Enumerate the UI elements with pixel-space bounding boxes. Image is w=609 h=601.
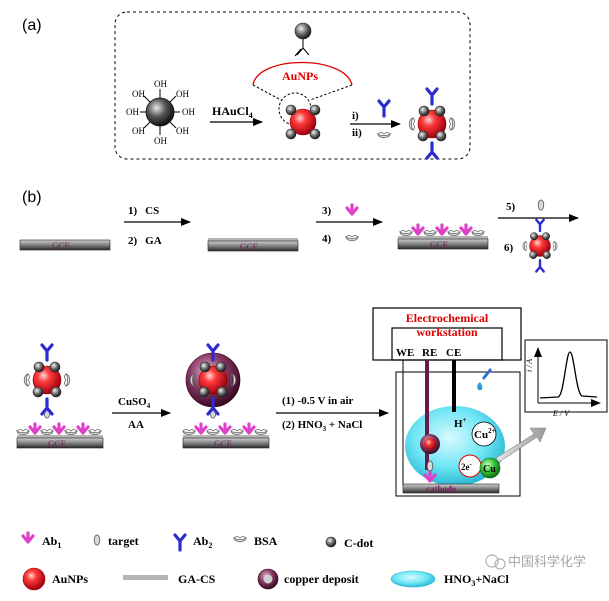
svg-text:C-dot: C-dot xyxy=(344,536,373,550)
bare-gce: GCE xyxy=(19,239,111,251)
oh-top-right: OH xyxy=(176,89,189,99)
oh-right: OH xyxy=(182,107,195,117)
workstation-title-1: Electrochemical xyxy=(406,311,489,325)
cathode-label: cathode xyxy=(426,484,456,494)
aunp-ab2-conjugate xyxy=(409,89,455,158)
electron-label: 2e- xyxy=(461,460,473,472)
we-label: WE xyxy=(396,347,414,359)
workstation-box xyxy=(372,307,522,361)
haucl4-label: HAuCl4 xyxy=(212,104,253,120)
ab1-gce: GCE xyxy=(397,225,489,250)
panel-a-frame xyxy=(114,11,471,160)
electrochemical-cell: Electrochemical workstation WE RE CE cat… xyxy=(372,307,547,497)
aunps-zoom-label: AuNPs xyxy=(282,69,318,83)
bsa-step-icon xyxy=(345,235,359,242)
cu2-label: Cu2+ xyxy=(474,427,496,441)
step4-label: 4) xyxy=(322,233,332,245)
svg-text:GCE: GCE xyxy=(52,241,71,251)
legend-hno3: HNO3+NaCl xyxy=(390,570,510,588)
h-plus-label: H+ xyxy=(454,416,467,430)
legend-gacs: GA-CS xyxy=(123,572,216,586)
oh-bottom-right: OH xyxy=(176,126,189,136)
step2-label: 2)GA xyxy=(128,235,162,247)
oh-top: OH xyxy=(154,79,167,89)
oh-top-left: OH xyxy=(132,89,145,99)
copper-coated-gce: GCE xyxy=(182,345,270,449)
legend-ab2: Ab2 xyxy=(173,533,212,552)
step-ii-label: ii) xyxy=(352,127,362,139)
sandwich-gce: GCE xyxy=(16,345,104,449)
strip-step-label: (2) HNO3 + NaCl xyxy=(282,419,362,433)
step3-label: 3) xyxy=(322,205,332,217)
ab1-step-icon xyxy=(345,203,359,216)
svg-text:copper deposit: copper deposit xyxy=(284,572,359,586)
step6-label: 6) xyxy=(504,242,514,254)
plot-xlabel: E / V xyxy=(552,409,570,418)
oh-bottom-left: OH xyxy=(132,126,145,136)
step1-label: 1)CS xyxy=(128,205,159,217)
ab2-icon xyxy=(377,99,391,118)
oh-bottom: OH xyxy=(154,136,167,146)
legend-aunps: AuNPs xyxy=(22,567,88,591)
re-label: RE xyxy=(422,347,437,359)
watermark: 中国科学化学 xyxy=(485,554,586,570)
bsa-icon xyxy=(377,132,391,139)
oh-left: OH xyxy=(126,107,139,117)
svg-text:GA-CS: GA-CS xyxy=(178,572,216,586)
conj-step-icon xyxy=(523,220,557,272)
svg-text:中国科学化学: 中国科学化学 xyxy=(508,554,586,569)
svg-text:GCE: GCE xyxy=(214,439,233,449)
cuso4-label: CuSO4 xyxy=(118,396,151,410)
gacs-gce: GCE xyxy=(207,238,299,252)
legend: Ab1 target Ab2 BSA C-dot AuNPs GA-CS xyxy=(21,531,510,591)
target-step-icon xyxy=(537,199,545,211)
legend-target: target xyxy=(93,534,139,548)
aunp-cdot-zoom: AuNPs xyxy=(252,22,353,126)
legend-bsa: BSA xyxy=(233,534,278,548)
carbon-dot-hydroxyl: OH OH OH OH OH OH OH OH xyxy=(126,79,195,146)
voltammogram: i / A E / V xyxy=(524,339,608,418)
svg-text:Ab2: Ab2 xyxy=(193,534,212,550)
svg-text:Ab1: Ab1 xyxy=(42,534,61,550)
svg-text:GCE: GCE xyxy=(430,240,449,250)
cu-label: Cu xyxy=(483,464,496,475)
svg-text:target: target xyxy=(108,534,139,548)
legend-copper: copper deposit xyxy=(257,568,359,590)
step-i-label: i) xyxy=(352,110,359,122)
step5-label: 5) xyxy=(506,201,516,213)
svg-text:GCE: GCE xyxy=(240,242,259,252)
cu-ball xyxy=(479,457,501,479)
svg-text:GCE: GCE xyxy=(48,439,67,449)
aa-label: AA xyxy=(128,419,144,431)
ce-label: CE xyxy=(446,347,461,359)
svg-text:BSA: BSA xyxy=(254,534,278,548)
workstation-title-2: workstation xyxy=(416,325,478,339)
legend-ab1: Ab1 xyxy=(21,531,61,550)
aunp-with-cdots xyxy=(285,104,321,140)
svg-text:AuNPs: AuNPs xyxy=(52,572,88,586)
legend-cdot: C-dot xyxy=(325,536,373,550)
panel-a-label: (a) xyxy=(22,17,42,34)
voltage-step-label: (1) -0.5 V in air xyxy=(282,395,354,407)
panel-b-label: (b) xyxy=(22,189,42,206)
svg-text:HNO3+NaCl: HNO3+NaCl xyxy=(444,572,510,588)
plot-ylabel: i / A xyxy=(525,359,534,372)
